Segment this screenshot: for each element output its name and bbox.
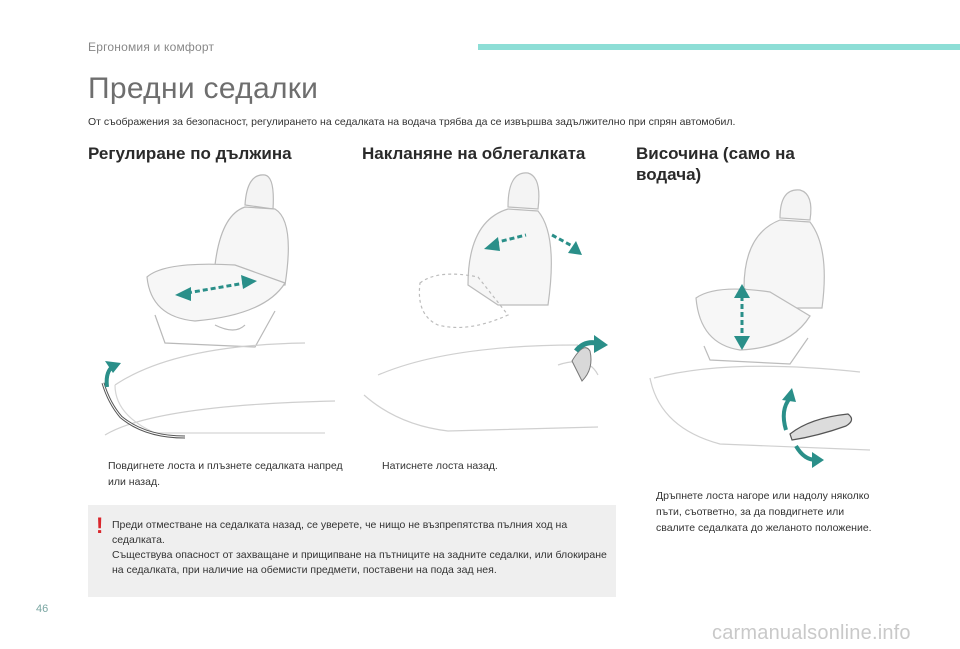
warning-icon: ! xyxy=(96,513,104,538)
heading-length-adjustment: Регулиране по дължина xyxy=(88,144,292,163)
warning-box: ! Преди отместване на седалката назад, с… xyxy=(88,505,616,597)
warning-text: Преди отместване на седалката назад, се … xyxy=(112,519,607,576)
bullet-tilt-text: Натиснете лоста назад. xyxy=(382,460,498,472)
heading-backrest-tilt: Накланяне на облегалката xyxy=(362,144,586,163)
section-label: Ергономия и комфорт xyxy=(88,40,215,54)
heading-height-driver: Височина (само на водача) xyxy=(636,144,795,184)
page-number: 46 xyxy=(36,603,49,615)
section-bar xyxy=(478,44,960,50)
figure-seat-length xyxy=(101,174,336,439)
bullet-tilt: Натиснете лоста назад. xyxy=(362,458,612,474)
bullet-length: Повдигнете лоста и плъзнете седалката на… xyxy=(88,458,350,490)
page-title: Предни седалки xyxy=(88,72,319,105)
bullet-height: Дръпнете лоста нагоре или надолу няколко… xyxy=(636,488,876,536)
watermark: carmanualsonline.info xyxy=(712,622,911,644)
bullet-height-text: Дръпнете лоста нагоре или надолу няколко… xyxy=(656,490,872,534)
figure-seat-height xyxy=(649,189,871,468)
bullet-length-text: Повдигнете лоста и плъзнете седалката на… xyxy=(108,460,343,488)
intro-text: От съображения за безопасност, регулиран… xyxy=(88,116,736,128)
figure-backrest-tilt xyxy=(363,172,608,432)
